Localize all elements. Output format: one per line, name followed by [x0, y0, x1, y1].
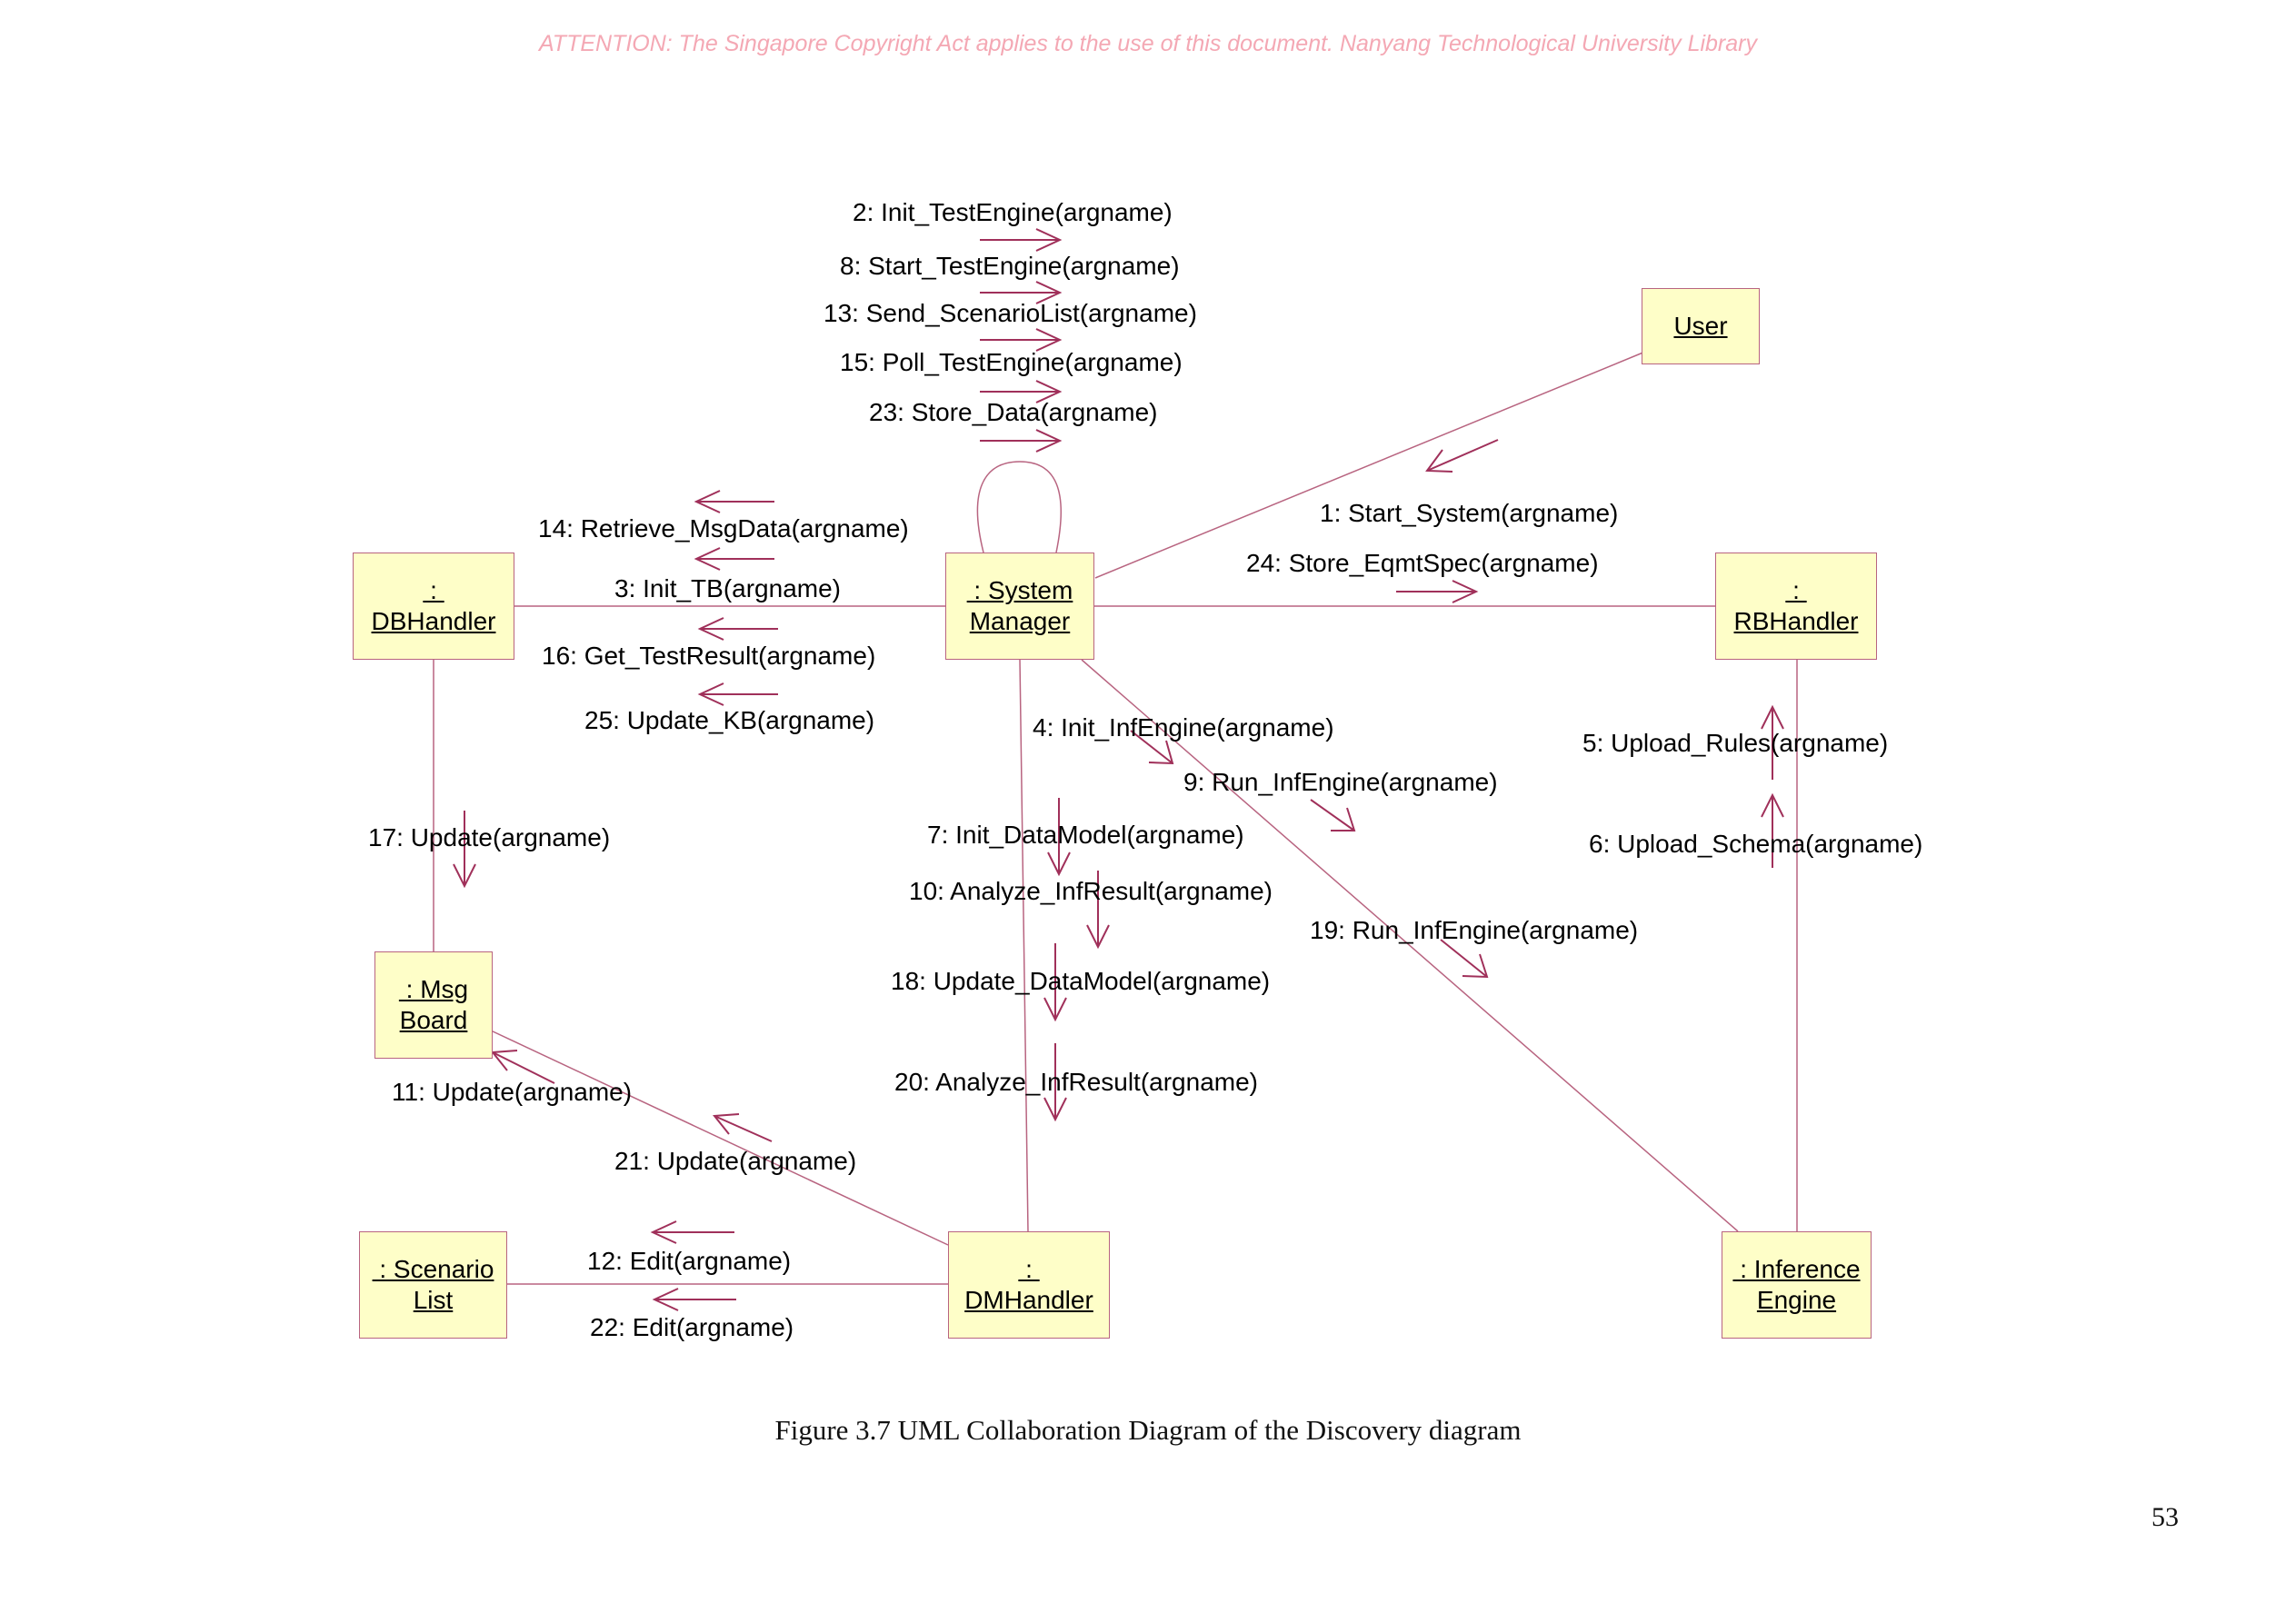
message-label-19: 19: Run_InfEngine(argname) — [1310, 916, 1639, 944]
object-label: : — [423, 576, 444, 604]
arrow-m5 — [1761, 704, 1784, 780]
arrow-m19 — [1440, 939, 1489, 979]
message-label-1: 1: Start_System(argname) — [1320, 499, 1619, 527]
arrow-m22 — [652, 1288, 736, 1311]
message-label-22: 22: Edit(argname) — [590, 1313, 794, 1341]
arrow-m2 — [980, 228, 1063, 252]
arrow-m13 — [980, 328, 1063, 352]
message-label-11: 11: Update(argname) — [392, 1078, 633, 1106]
arrow-m17 — [453, 811, 476, 889]
message-label-3: 3: Init_TB(argname) — [614, 574, 841, 602]
message-label-20: 20: Analyze_InfResult(argname) — [894, 1068, 1258, 1096]
object-rb-handler[interactable]: : RBHandler — [1715, 553, 1877, 660]
object-label: : System — [966, 576, 1073, 604]
page-number: 53 — [2151, 1502, 2179, 1532]
arrow-m16 — [697, 617, 778, 641]
arrow-m3 — [694, 547, 774, 571]
arrow-m20 — [1043, 1043, 1067, 1122]
object-label: Board — [399, 1006, 468, 1034]
arrow-m9 — [1310, 799, 1356, 831]
message-label-15: 15: Poll_TestEngine(argname) — [840, 348, 1183, 376]
message-arrows — [453, 228, 1784, 1311]
object-label: RBHandler — [1733, 607, 1859, 635]
arrow-m12 — [650, 1220, 734, 1244]
arrow-m11 — [491, 1050, 555, 1084]
arrow-m14 — [694, 490, 774, 513]
arrow-m1 — [1425, 439, 1499, 473]
self-link-systemmanager — [976, 461, 1062, 553]
object-label: List — [413, 1286, 454, 1314]
message-label-6: 6: Upload_Schema(argname) — [1589, 830, 1923, 858]
object-label: : — [1785, 576, 1807, 604]
object-label: Manager — [969, 607, 1071, 635]
arrow-m25 — [697, 682, 778, 706]
object-db-handler[interactable]: : DBHandler — [353, 553, 514, 660]
object-label: User — [1673, 312, 1728, 340]
object-label: DMHandler — [964, 1286, 1093, 1314]
object-label: : — [1018, 1255, 1040, 1283]
figure-caption: Figure 3.7 UML Collaboration Diagram of … — [774, 1414, 1522, 1446]
object-scenario-list[interactable]: : Scenario List — [359, 1231, 507, 1339]
message-label-8: 8: Start_TestEngine(argname) — [840, 252, 1180, 280]
object-inference-engine[interactable]: : Inference Engine — [1722, 1231, 1872, 1339]
message-label-21: 21: Update(argname) — [614, 1147, 857, 1175]
message-label-5: 5: Upload_Rules(argname) — [1582, 729, 1889, 757]
object-dm-handler[interactable]: : DMHandler — [948, 1231, 1110, 1339]
message-label-18: 18: Update_DataModel(argname) — [891, 967, 1271, 995]
message-label-7: 7: Init_DataModel(argname) — [927, 821, 1244, 849]
arrow-m4 — [1130, 730, 1174, 765]
message-label-9: 9: Run_InfEngine(argname) — [1183, 768, 1498, 796]
arrow-m23 — [980, 429, 1063, 453]
object-label: Engine — [1756, 1286, 1837, 1314]
message-label-16: 16: Get_TestResult(argname) — [542, 642, 876, 670]
message-label-4: 4: Init_InfEngine(argname) — [1033, 713, 1334, 742]
object-label: : Msg — [398, 975, 469, 1003]
arrow-m6 — [1761, 792, 1784, 868]
arrow-m15 — [980, 380, 1063, 403]
message-label-10: 10: Analyze_InfResult(argname) — [909, 877, 1273, 905]
arrow-m8 — [980, 281, 1063, 304]
object-user[interactable]: User — [1642, 288, 1760, 364]
object-label: : Inference — [1732, 1255, 1861, 1283]
link-systemmanager-inferenceengine — [1081, 659, 1739, 1232]
message-label-25: 25: Update_KB(argname) — [584, 706, 875, 734]
object-system-manager[interactable]: : System Manager — [945, 553, 1094, 660]
message-label-17: 17: Update(argname) — [368, 823, 611, 851]
message-label-2: 2: Init_TestEngine(argname) — [853, 198, 1173, 226]
message-label-13: 13: Send_ScenarioList(argname) — [824, 299, 1197, 327]
arrow-m10 — [1086, 871, 1110, 950]
arrow-m21 — [713, 1113, 773, 1142]
arrow-m7 — [1047, 798, 1071, 877]
message-label-12: 12: Edit(argname) — [587, 1247, 792, 1275]
link-user-systemmanager — [1094, 351, 1646, 579]
message-label-14: 14: Retrieve_MsgData(argname) — [538, 514, 909, 543]
association-links — [433, 351, 1798, 1285]
link-systemmanager-dmhandler — [1019, 659, 1029, 1232]
arrow-m18 — [1043, 943, 1067, 1022]
message-label-24: 24: Store_EqmtSpec(argname) — [1246, 549, 1599, 577]
message-label-23: 23: Store_Data(argname) — [869, 398, 1158, 426]
object-msg-board[interactable]: : Msg Board — [374, 951, 493, 1059]
object-label: DBHandler — [371, 607, 496, 635]
watermark: ATTENTION: The Singapore Copyright Act a… — [538, 31, 1757, 56]
object-label: : Scenario — [372, 1255, 494, 1283]
arrow-m24 — [1396, 580, 1479, 603]
link-msgboard-dmhandler — [490, 1030, 949, 1246]
